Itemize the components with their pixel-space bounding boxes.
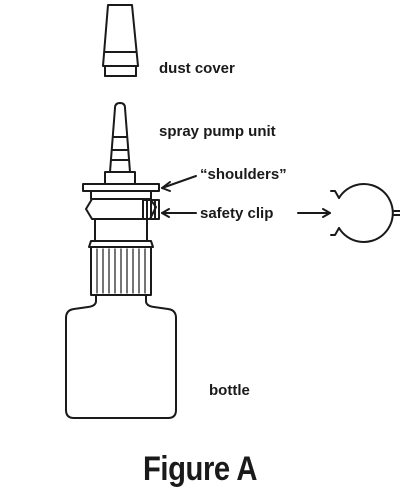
ribbed-cap-shape [90,246,152,296]
safety-clip-label: safety clip [200,205,274,222]
spray-pump-nozzle-shape [104,102,136,185]
figure-title: Figure A [142,450,258,488]
safety-clip-on-pump-shape [85,198,160,220]
shoulders-label: “shoulders” [200,166,287,183]
bottle-label: bottle [209,382,250,399]
pump-collar-shape [88,218,154,248]
bottle-shape [65,294,177,419]
dust-cover-label: dust cover [159,60,235,77]
spray-pump-unit-label: spray pump unit [159,123,276,140]
safety-clip-arrow [161,208,197,218]
dust-cover-shape [102,4,139,77]
shoulders-shape [82,183,160,200]
safety-clip-detail-arrow [297,208,331,218]
shoulders-arrow [161,175,197,192]
safety-clip-detail-shape [330,183,400,243]
